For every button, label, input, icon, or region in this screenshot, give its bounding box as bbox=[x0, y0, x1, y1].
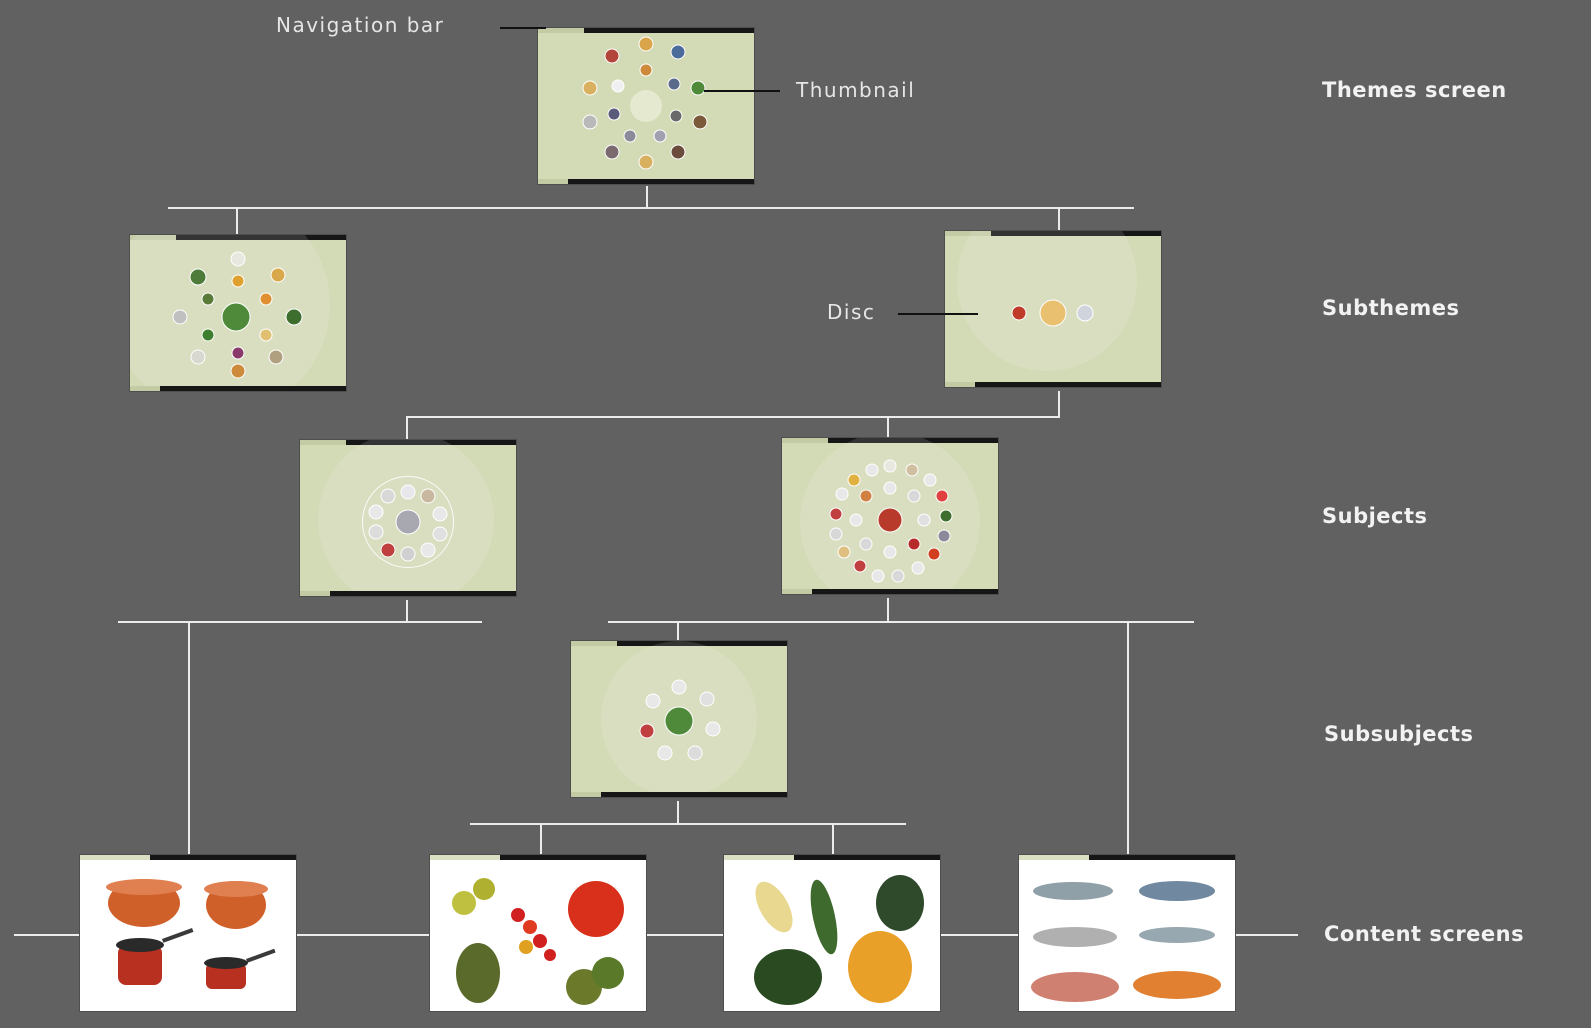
subsubjects-screen bbox=[571, 641, 787, 797]
disc-label: Disc bbox=[827, 300, 876, 324]
connector bbox=[406, 600, 408, 623]
connector bbox=[118, 621, 482, 623]
connector bbox=[168, 207, 1134, 209]
subsubject-discs bbox=[639, 679, 721, 761]
subtheme-discs bbox=[1011, 299, 1094, 327]
level-label-content: Content screens bbox=[1324, 922, 1525, 946]
content-screen-cookware bbox=[80, 855, 296, 1011]
themes-screen-thumbnail bbox=[538, 28, 754, 184]
connector bbox=[887, 598, 889, 623]
level-label-themes: Themes screen bbox=[1322, 78, 1507, 102]
subthemes-screen-left bbox=[130, 235, 346, 391]
disc-pointer bbox=[898, 313, 978, 315]
connector bbox=[406, 416, 408, 440]
content-screen-fruit bbox=[430, 855, 646, 1011]
theme-discs bbox=[582, 36, 708, 170]
fruit-pictures bbox=[452, 878, 624, 1005]
connector bbox=[887, 416, 889, 438]
navigation-bar bbox=[130, 235, 346, 240]
squash-pictures bbox=[754, 875, 924, 1005]
navigation-bar bbox=[571, 641, 787, 646]
connector bbox=[608, 621, 1194, 623]
level-label-subjects: Subjects bbox=[1322, 504, 1428, 528]
connector bbox=[1058, 207, 1060, 231]
connector bbox=[677, 621, 679, 641]
navigation-bar bbox=[300, 440, 516, 445]
navigation-bar bbox=[945, 231, 1161, 236]
bottom-bar bbox=[945, 382, 1161, 387]
navigation-bar-pointer bbox=[500, 27, 546, 29]
fish-pictures bbox=[1031, 881, 1221, 1002]
navigation-bar bbox=[538, 28, 754, 33]
subject-discs bbox=[829, 459, 953, 583]
cookware-pictures bbox=[106, 879, 276, 989]
bottom-bar bbox=[571, 792, 787, 797]
bottom-bar bbox=[300, 591, 516, 596]
navigation-bar bbox=[1019, 855, 1235, 860]
content-screen-fish bbox=[1019, 855, 1235, 1011]
subjects-screen-right bbox=[782, 438, 998, 594]
connector bbox=[677, 801, 679, 825]
navigation-bar bbox=[724, 855, 940, 860]
navigation-bar bbox=[430, 855, 646, 860]
connector bbox=[470, 823, 906, 825]
connector bbox=[236, 207, 238, 235]
connector bbox=[14, 934, 1298, 936]
connector bbox=[406, 416, 1060, 418]
navigation-bar bbox=[80, 855, 296, 860]
navigation-bar-label: Navigation bar bbox=[276, 13, 445, 37]
level-label-subthemes: Subthemes bbox=[1322, 296, 1460, 320]
subthemes-screen-right bbox=[945, 231, 1161, 387]
connector bbox=[540, 823, 542, 855]
connector bbox=[646, 186, 648, 208]
connector bbox=[1127, 621, 1129, 855]
content-screen-squash bbox=[724, 855, 940, 1011]
bottom-bar bbox=[782, 589, 998, 594]
thumbnail-pointer bbox=[704, 90, 780, 92]
connector bbox=[1058, 391, 1060, 418]
subject-discs bbox=[368, 484, 448, 562]
bottom-bar bbox=[538, 179, 754, 184]
connector bbox=[188, 621, 190, 855]
bottom-bar bbox=[130, 386, 346, 391]
level-label-subsubjects: Subsubjects bbox=[1324, 722, 1474, 746]
connector bbox=[832, 823, 834, 855]
subtheme-discs bbox=[172, 251, 303, 379]
subjects-screen-left bbox=[300, 440, 516, 596]
navigation-bar bbox=[782, 438, 998, 443]
thumbnail-label: Thumbnail bbox=[796, 78, 916, 102]
